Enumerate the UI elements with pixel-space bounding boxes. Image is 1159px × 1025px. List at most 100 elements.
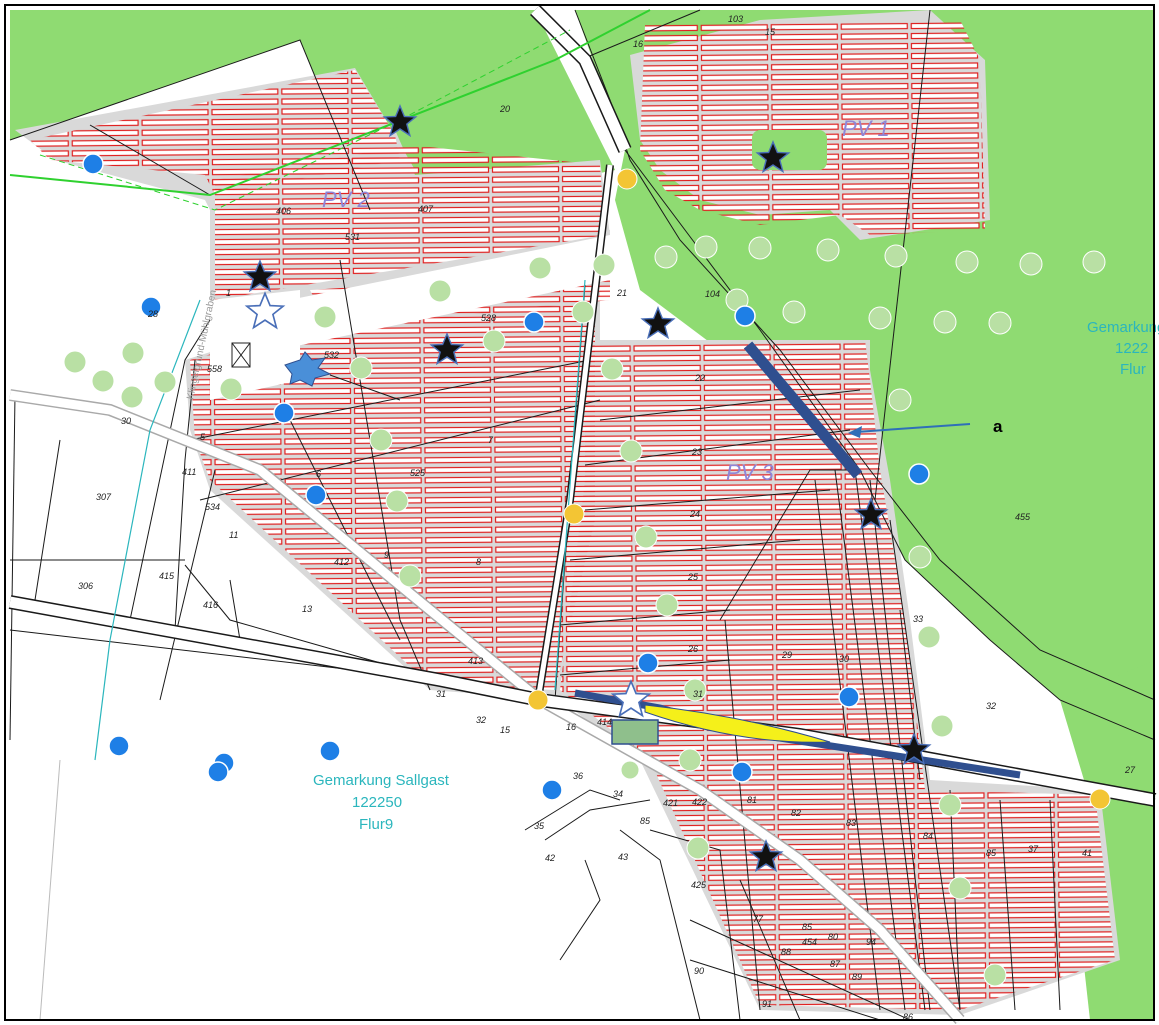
parcel-number: 306 [78, 581, 93, 591]
parcel-number: 91 [762, 999, 772, 1009]
parcel-number: 532 [324, 350, 339, 360]
parcel-number: 9 [384, 550, 389, 560]
parcel-number: 103 [728, 14, 743, 24]
pv1-clearing [752, 130, 827, 170]
gemarkung-e-line3: Flur [1120, 361, 1146, 378]
parcel-number: 31 [693, 689, 703, 699]
annotation-arrow [848, 423, 971, 438]
parcel-number: 32 [986, 701, 996, 711]
parcel-number: 23 [691, 447, 702, 457]
parcel-number: 32 [476, 715, 486, 725]
parcel-number: 422 [692, 797, 707, 807]
parcel-number: 416 [203, 600, 218, 610]
parcel-number: 406 [276, 206, 291, 216]
parcel-number: 33 [913, 614, 923, 624]
parcel-number: 407 [418, 204, 434, 214]
parcel-number: 83 [846, 818, 856, 828]
cable-routes [574, 341, 1021, 779]
pv2-label: PV 2 [322, 187, 370, 212]
parcel-number: 31 [436, 689, 446, 699]
parcel-number: 85 [640, 816, 651, 826]
parcel-number: 454 [802, 937, 817, 947]
parcel-number: 5 [200, 432, 206, 442]
parcel-number: 25 [687, 572, 699, 582]
parcel-numbers: 103 15 16 20 406 407 531 28 1 558 532 52… [78, 14, 1136, 1022]
gemarkung-e-line1: Gemarkung [1087, 319, 1159, 336]
parcel-number: 414 [597, 717, 612, 727]
parcel-number: 8 [476, 557, 481, 567]
parcel-number: 26 [687, 644, 698, 654]
parcel-number: 1 [226, 288, 231, 298]
access-strips [210, 235, 610, 400]
parcel-number: 87 [830, 959, 841, 969]
parcel-number: 20 [499, 104, 510, 114]
parcel-number: 22 [694, 373, 705, 383]
parcel-number: 94 [866, 937, 876, 947]
gemarkung-sw-line2: 122250 [352, 794, 402, 811]
parcel-number: 85 [986, 848, 997, 858]
parcel-number: 42 [545, 853, 555, 863]
parcel-number: 6 [316, 469, 321, 479]
blue-markers [82, 153, 930, 801]
parcel-number: 411 [182, 467, 196, 477]
parcel-number: 30 [839, 654, 849, 664]
parcel-number: 11 [229, 530, 238, 540]
parcel-number: 413 [468, 656, 483, 666]
burst-icon [284, 351, 332, 387]
parcel-number: 89 [852, 972, 862, 982]
parcel-number: 16 [633, 39, 643, 49]
gemarkung-sw-line1: Gemarkung Sallgast [313, 772, 450, 789]
gemarkung-e-line2: 1222 [1115, 340, 1148, 357]
parcel-number: 80 [828, 932, 838, 942]
parcel-number: 27 [1124, 765, 1136, 775]
parcel-number: 13 [302, 604, 312, 614]
parcel-number: 21 [616, 288, 627, 298]
parcel-number: 36 [573, 771, 583, 781]
parcel-number: 90 [694, 966, 704, 976]
annotation-a: a [993, 417, 1003, 436]
parcel-number: 85 [802, 922, 813, 932]
pv1-label: PV 1 [842, 116, 890, 141]
parcel-number: 41 [1082, 848, 1092, 858]
gemarkung-sw-line3: Flur9 [359, 816, 393, 833]
transformer-station [231, 342, 251, 368]
tree-markers [63, 235, 1106, 987]
parcel-number: 104 [705, 289, 720, 299]
parcel-number: 15 [765, 27, 776, 37]
parcel-number: 88 [781, 947, 791, 957]
parcel-number: 531 [345, 232, 360, 242]
parcel-number: 528 [481, 313, 496, 323]
yellow-cable-section [644, 704, 831, 743]
parcel-number: 455 [1015, 512, 1031, 522]
parcel-number: 24 [689, 509, 700, 519]
parcel-number: 415 [159, 571, 175, 581]
pv3-label: PV 3 [726, 460, 774, 485]
parcel-number: 86 [903, 1012, 913, 1022]
gemarkung-east: Gemarkung 1222 Flur [1087, 319, 1159, 378]
substation-box [611, 719, 659, 745]
parcel-number: 28 [147, 309, 158, 319]
parcel-number: 525 [410, 468, 426, 478]
parcel-number: 425 [691, 880, 707, 890]
parcel-number: 35 [534, 821, 545, 831]
parcel-number: 43 [618, 852, 628, 862]
parcel-number: 15 [500, 725, 511, 735]
parcel-number: 81 [747, 795, 757, 805]
parcel-number: 558 [207, 364, 222, 374]
parcel-number: 29 [781, 650, 792, 660]
gemarkung-sallgast: Gemarkung Sallgast 122250 Flur9 [313, 772, 450, 833]
parcel-number: 16 [566, 722, 576, 732]
parcel-number: 534 [205, 502, 220, 512]
parcel-number: 7 [488, 435, 494, 445]
parcel-number: 421 [663, 798, 678, 808]
parcel-number: 37 [1028, 844, 1039, 854]
parcel-number: 84 [923, 831, 933, 841]
parcel-number: 412 [334, 557, 349, 567]
parcel-number: 77 [753, 914, 764, 924]
parcel-number: 34 [613, 789, 623, 799]
yellow-markers [527, 168, 1111, 810]
parcel-number: 307 [96, 492, 112, 502]
parcel-number: 30 [121, 416, 131, 426]
boundary-lines [9, 9, 651, 1021]
